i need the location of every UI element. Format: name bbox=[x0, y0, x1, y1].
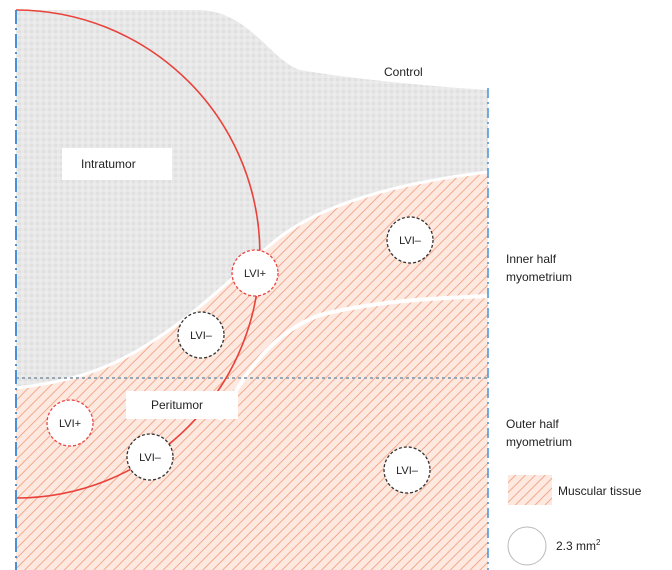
sample-label: LVI– bbox=[139, 452, 162, 464]
legend-size-value: 2.3 mm bbox=[556, 539, 596, 553]
inner-half-label-line2: myometrium bbox=[506, 270, 572, 284]
sample-lvi-negative-3: LVI– bbox=[126, 433, 174, 481]
legend-muscular-swatch bbox=[508, 475, 552, 505]
control-tissue-region bbox=[16, 10, 488, 388]
sample-lvi-negative-4: LVI– bbox=[383, 446, 431, 494]
sample-label: LVI– bbox=[190, 330, 213, 342]
sample-label: LVI+ bbox=[244, 268, 266, 280]
sample-lvi-negative-1: LVI– bbox=[386, 216, 434, 264]
inner-half-label-line1: Inner half bbox=[506, 252, 557, 266]
sample-label: LVI+ bbox=[59, 418, 81, 430]
sample-label: LVI– bbox=[399, 235, 422, 247]
intratumor-label-box bbox=[62, 148, 172, 180]
sample-lvi-negative-2: LVI– bbox=[177, 311, 225, 359]
myometrium-surface-line bbox=[15, 170, 489, 390]
peritumor-label-box bbox=[126, 391, 238, 419]
sample-label: LVI– bbox=[396, 465, 419, 477]
outer-half-label-line1: Outer half bbox=[506, 417, 559, 431]
legend-muscular-label: Muscular tissue bbox=[558, 484, 642, 498]
legend-size-superscript: 2 bbox=[596, 538, 601, 547]
sample-lvi-positive-2: LVI+ bbox=[46, 399, 94, 447]
legend-size-circle bbox=[507, 526, 547, 566]
inner-outer-boundary bbox=[218, 294, 489, 421]
sample-lvi-positive-1: LVI+ bbox=[231, 249, 279, 297]
peritumor-label: Peritumor bbox=[151, 398, 203, 412]
control-label: Control bbox=[384, 65, 423, 79]
outer-half-label-line2: myometrium bbox=[506, 435, 572, 449]
intratumor-label: Intratumor bbox=[81, 157, 136, 171]
legend-size-label: 2.3 mm2 bbox=[556, 538, 601, 553]
